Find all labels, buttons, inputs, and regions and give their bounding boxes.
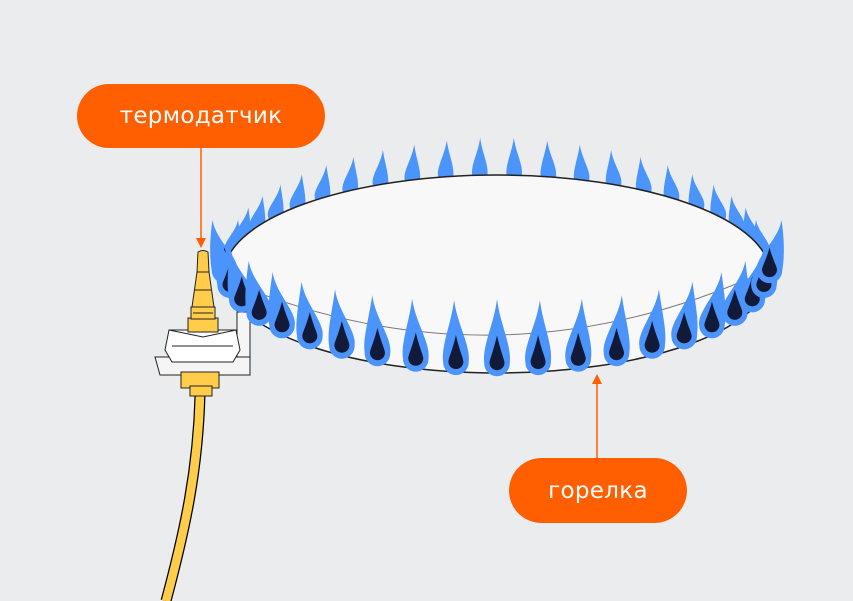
back-flame [635,156,652,198]
back-flame [540,140,557,184]
burner-label: горелка [509,458,687,523]
flame-core [334,320,350,353]
back-flame [342,156,359,198]
flame-core [570,332,586,366]
burner-label-text: горелка [548,477,648,504]
back-flame [314,165,331,206]
back-flame [372,149,389,192]
sensor-label: термодатчик [77,84,325,148]
flame-core [489,335,505,371]
back-flame [471,137,488,183]
flame-core [704,301,720,333]
sensor-pointer [196,148,206,248]
flame-core [744,276,760,307]
back-flame [289,174,306,214]
flame-core [408,332,424,366]
flame-core [530,335,546,370]
sensor-label-text: термодатчик [119,103,283,129]
back-flame [404,144,421,188]
back-flame [663,165,680,206]
back-flame [605,149,622,192]
back-flame [573,144,590,188]
flame-core [644,320,660,353]
flame-core [369,327,385,361]
flame-core [302,312,318,344]
flame-core [251,289,267,320]
thermocouple-sensor [164,250,241,397]
flame-core [676,312,692,344]
flame-core [727,289,743,320]
front-flame-row [210,219,784,377]
flame-core [448,335,464,370]
burner-pointer [592,374,602,458]
back-flame [506,137,523,183]
sensor-cable-fill [161,394,205,601]
back-flame [688,174,705,214]
flame-core [274,301,290,333]
flame-core [609,327,625,361]
flame-core [762,247,778,278]
back-flame [437,140,454,184]
